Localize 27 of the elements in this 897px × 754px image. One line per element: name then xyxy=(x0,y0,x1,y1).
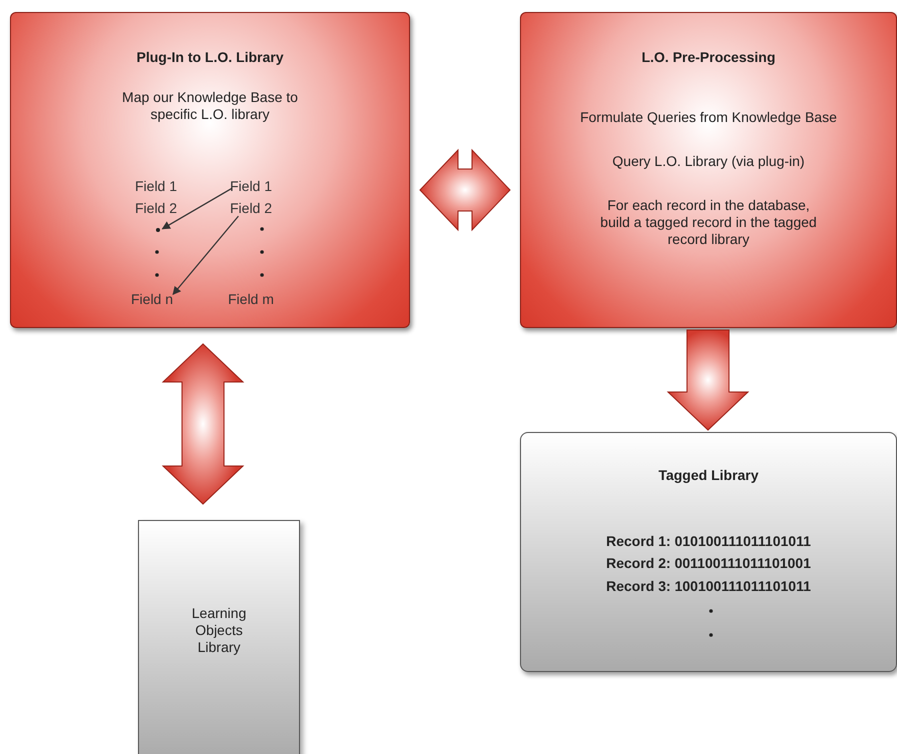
box-text: For each record in the database, build a tagged record in the tagged record library xyxy=(599,197,818,248)
record-text: Record 2: 001100111011101001 xyxy=(605,555,812,572)
box-title: Plug-In to L.O. Library xyxy=(136,49,284,66)
block-arrow xyxy=(666,330,750,431)
process-box xyxy=(520,12,897,328)
box-title: L.O. Pre-Processing xyxy=(640,49,776,66)
arrow xyxy=(162,188,232,230)
box-text: Learning Objects Library xyxy=(190,605,248,656)
record-text: Record 1: 010100111011101011 xyxy=(605,533,812,550)
field-label: Field m xyxy=(228,291,274,308)
field-label: Field 2 xyxy=(230,200,272,217)
double-arrow xyxy=(162,343,244,505)
library-box xyxy=(138,520,300,754)
process-box xyxy=(10,12,410,328)
field-label: Field n xyxy=(131,291,174,308)
box-text: Query L.O. Library (via plug-in) xyxy=(611,153,806,170)
double-arrow xyxy=(419,148,511,232)
box-text: Map our Knowledge Base to specific L.O. library xyxy=(121,89,299,123)
field-label: Field 2 xyxy=(135,200,178,217)
field-label: Field 1 xyxy=(135,178,178,195)
box-title: Tagged Library xyxy=(657,467,760,484)
box-text: Formulate Queries from Knowledge Base xyxy=(579,109,838,126)
field-label: Field 1 xyxy=(230,178,272,195)
record-text: Record 3: 100100111011101011 xyxy=(605,578,812,595)
library-box xyxy=(520,432,897,672)
arrow xyxy=(172,216,239,296)
dot xyxy=(156,228,160,232)
